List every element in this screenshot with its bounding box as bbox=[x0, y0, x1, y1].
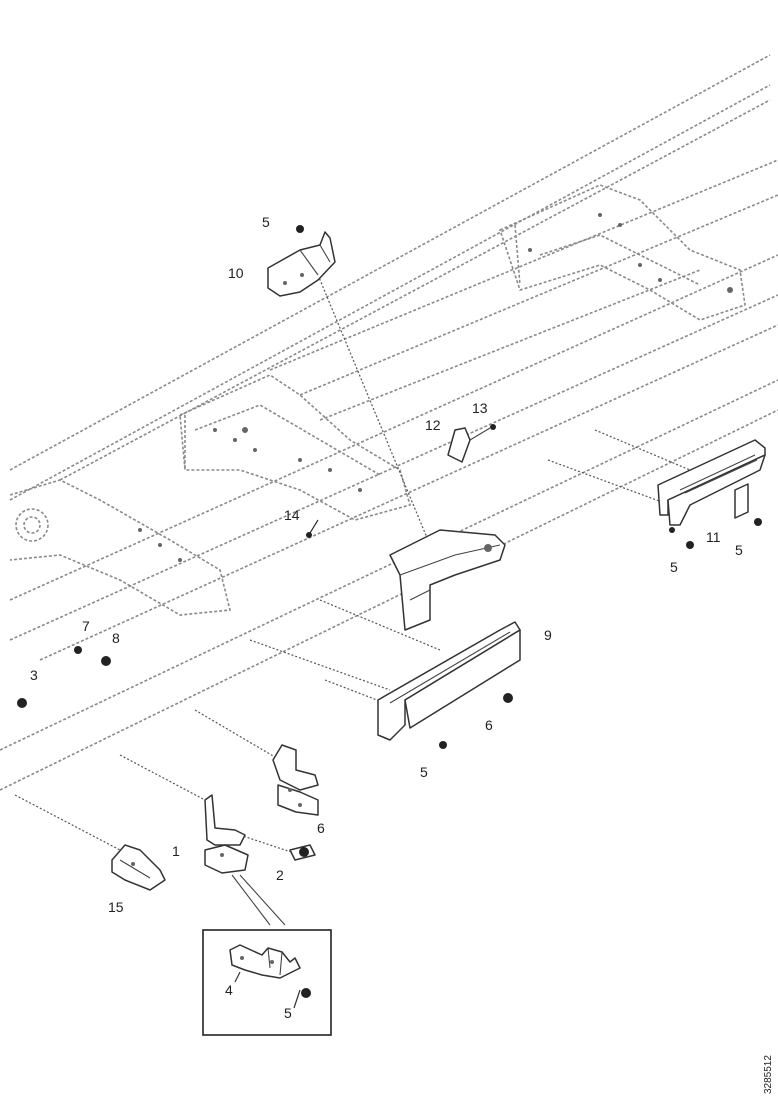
center-mounting-bracket bbox=[389, 529, 506, 631]
far-rail bbox=[269, 159, 778, 421]
callout-6-channel: 6 bbox=[485, 717, 493, 733]
detail-inset bbox=[202, 929, 332, 1036]
callout-10: 10 bbox=[228, 265, 244, 281]
spring-eye-inner bbox=[23, 516, 41, 534]
inset-frame bbox=[202, 929, 332, 1036]
part-8-nut bbox=[101, 656, 111, 666]
part-6-bracket bbox=[272, 744, 319, 816]
callout-12: 12 bbox=[425, 417, 441, 433]
spring-eye bbox=[15, 508, 49, 542]
callout-5-rear-left: 5 bbox=[670, 559, 678, 575]
callout-8-front: 8 bbox=[112, 630, 120, 646]
callout-2: 2 bbox=[276, 867, 284, 883]
inset-part-5-bolt bbox=[301, 988, 311, 998]
callout-11: 11 bbox=[706, 529, 721, 545]
part-14-nut bbox=[306, 532, 312, 538]
part-15-clip bbox=[111, 844, 166, 891]
callout-5-inset: 5 bbox=[284, 1005, 292, 1021]
leader-lines bbox=[14, 274, 691, 856]
callout-4: 4 bbox=[225, 982, 233, 998]
callout-3: 3 bbox=[30, 667, 38, 683]
chassis-frame bbox=[0, 54, 778, 791]
part-11-bracket bbox=[657, 439, 766, 549]
callout-7: 7 bbox=[82, 618, 90, 634]
part-7-washer bbox=[74, 646, 82, 654]
part-9-channel bbox=[377, 621, 521, 749]
part-5-nut-top bbox=[296, 225, 304, 233]
callout-5-rear-right: 5 bbox=[735, 542, 743, 558]
part-3-nut bbox=[17, 698, 27, 708]
frame-holes bbox=[138, 213, 733, 562]
callout-1: 1 bbox=[172, 843, 180, 859]
document-id: 3285512 bbox=[763, 1055, 774, 1094]
part-10-bracket bbox=[267, 225, 336, 297]
callout-9: 9 bbox=[544, 627, 552, 643]
part-12-clamp bbox=[447, 424, 496, 463]
upper-side-rail bbox=[9, 54, 771, 501]
callout-13: 13 bbox=[472, 400, 488, 416]
part-2-bolt bbox=[289, 844, 316, 861]
rear-crossmember bbox=[499, 184, 746, 321]
middle-crossmember bbox=[179, 374, 411, 521]
callout-6-bracket: 6 bbox=[317, 820, 325, 836]
middle-crossmember-web bbox=[184, 404, 381, 476]
callout-5-top: 5 bbox=[262, 214, 270, 230]
callout-5-channel: 5 bbox=[420, 764, 428, 780]
rear-crossmember-web bbox=[514, 224, 701, 286]
callout-labels: 1 2 3 4 5 5 5 5 5 6 6 7 8 8 9 10 11 12 1… bbox=[30, 214, 743, 1021]
callout-15: 15 bbox=[108, 899, 124, 915]
callout-14: 14 bbox=[284, 507, 300, 523]
loose-fasteners bbox=[17, 532, 312, 708]
front-rail bbox=[0, 379, 778, 791]
part-1-bracket bbox=[204, 794, 286, 926]
front-crossmember bbox=[9, 479, 232, 616]
